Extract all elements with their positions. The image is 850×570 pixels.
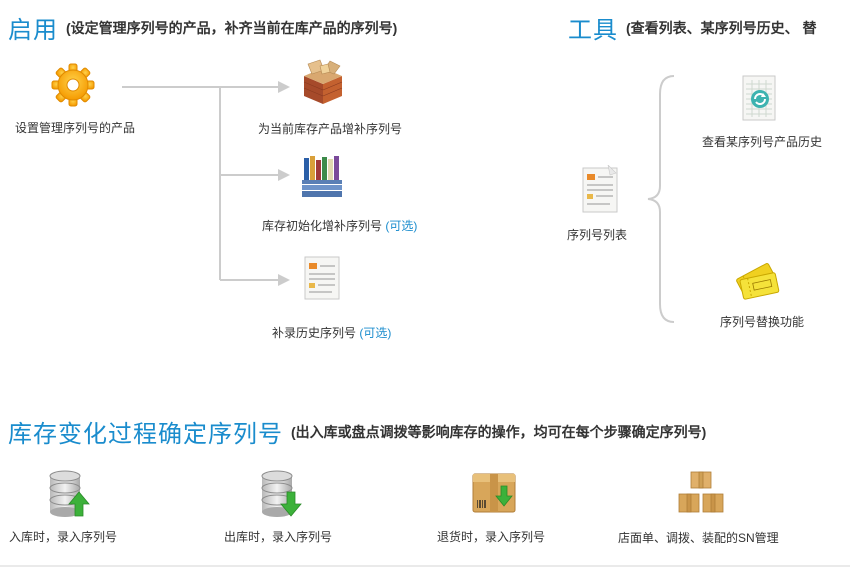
database-inbound-icon[interactable] <box>46 470 90 518</box>
history-label: 查看某序列号产品历史 <box>702 135 823 149</box>
branch-3-optional[interactable]: (可选) <box>359 326 392 340</box>
books-icon[interactable] <box>302 154 344 200</box>
branch-3-label: 补录历史序列号 <box>272 326 357 340</box>
bottom-divider <box>0 565 850 567</box>
database-outbound-icon[interactable] <box>258 470 302 518</box>
branch-3-text: 补录历史序列号 (可选) <box>272 324 391 341</box>
branch-2-optional[interactable]: (可选) <box>385 219 418 233</box>
replace-label: 序列号替换功能 <box>720 315 805 329</box>
box-icon[interactable] <box>300 58 346 106</box>
enable-subtitle: (设定管理序列号的产品，补齐当前在库产品的序列号) <box>66 20 398 36</box>
enable-title: 启用 <box>8 17 58 44</box>
stacked-boxes-icon[interactable] <box>677 470 725 516</box>
stock-change-subtitle: (出入库或盘点调拨等影响库存的操作，均可在每个步骤确定序列号) <box>291 424 707 440</box>
flow-connector <box>120 60 295 290</box>
return-box-icon[interactable] <box>471 470 517 516</box>
spreadsheet-icon[interactable] <box>740 74 780 122</box>
step-return-label: 退货时，录入序列号 <box>437 530 546 544</box>
tools-title: 工具 <box>568 17 618 44</box>
ticket-icon[interactable] <box>733 258 781 304</box>
branch-2-label: 库存初始化增补序列号 <box>262 219 383 233</box>
source-label: 设置管理序列号的产品 <box>15 121 136 135</box>
brace-divider <box>640 74 676 324</box>
list-document-icon[interactable] <box>578 165 622 215</box>
step-outbound-label: 出库时，录入序列号 <box>224 530 333 544</box>
gear-icon[interactable] <box>50 62 96 108</box>
tools-subtitle: (查看列表、某序列号历史、 替 <box>626 20 817 36</box>
stock-change-title: 库存变化过程确定序列号 <box>8 421 283 448</box>
branch-2-text: 库存初始化增补序列号 (可选) <box>262 217 417 234</box>
list-label: 序列号列表 <box>567 228 628 242</box>
step-inbound-label: 入库时，录入序列号 <box>9 530 118 544</box>
notes-icon[interactable] <box>302 255 342 301</box>
step-store-label: 店面单、调拨、装配的SN管理 <box>618 531 779 545</box>
branch-1-label: 为当前库存产品增补序列号 <box>258 122 403 136</box>
